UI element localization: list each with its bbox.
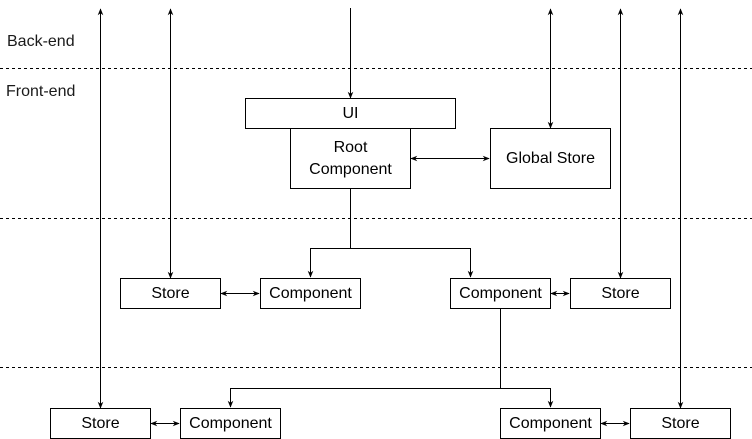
node-l3-component-left: Component <box>180 408 281 439</box>
lane-label-backend: Back-end <box>7 33 75 50</box>
node-l2-store-left: Store <box>120 278 221 309</box>
lane-label-frontend: Front-end <box>6 83 76 100</box>
node-l3-component-right: Component <box>500 408 601 439</box>
node-l2-store-right: Store <box>570 278 671 309</box>
edge-l2-l3-branch <box>500 388 554 408</box>
node-l3-store-left: Store <box>50 408 151 439</box>
edge-l2-l3-branch <box>227 308 501 408</box>
edge-root-l2-branch <box>350 248 474 278</box>
edge-root-l2-branch <box>307 188 351 278</box>
node-l3-store-right: Store <box>630 408 731 439</box>
node-ui: UI <box>245 98 456 129</box>
node-global-store: Global Store <box>490 128 611 189</box>
node-l2-component-right: Component <box>450 278 551 309</box>
node-root-component: Root Component <box>290 128 411 189</box>
node-l2-component-left: Component <box>260 278 361 309</box>
